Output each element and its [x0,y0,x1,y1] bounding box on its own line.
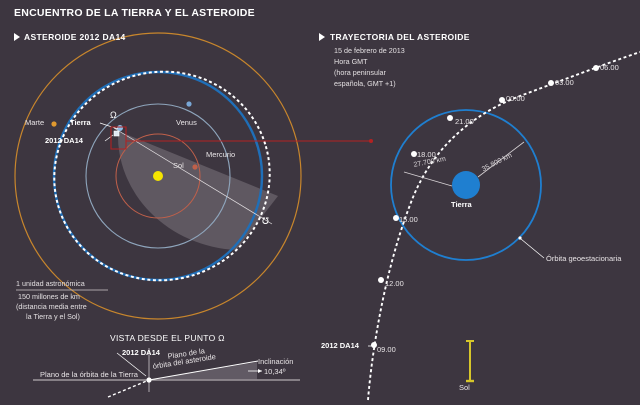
geo-orbit-leader [520,238,545,259]
right-earth-label: Tierra [451,200,472,209]
callout-box [110,126,127,150]
asteroid-orbit [53,70,271,282]
asteroid-marker [113,130,120,137]
asteroid-trajectory [367,51,640,401]
inclination-label: Inclinación [258,357,294,366]
label-node-ascending: Ω [110,110,117,120]
inclination-heading: VISTA DESDE EL PUNTO Ω [110,333,225,343]
inclination-asteroid-label: 2012 DA14 [122,348,160,357]
geo-orbit-leader-dot [518,236,522,240]
scale-note-line4: la Tierra y el Sol) [26,312,80,321]
geostationary-orbit [390,109,542,261]
scale-note-line1: 1 unidad astronómica [16,279,85,288]
time-marker-1200: 12.00 [385,279,404,288]
time-marker-dots [371,65,599,348]
geo-distance-line [477,141,525,178]
label-node-descending: ℧ [262,216,269,226]
label-marte: Marte [25,118,45,127]
time-marker-1800: 18.00 [417,150,436,159]
mars-orbit [14,32,302,320]
geo-orbit-label: Órbita geoestacionaria [546,254,622,263]
label-tierra: Tierra [70,118,91,127]
right-asteroid-label: 2012 DA14 [321,341,359,350]
asteroid-leader [104,134,114,142]
time-marker-2100: 21.00 [455,117,474,126]
earth-orbit [52,70,264,282]
inclination-node-marker [146,377,152,383]
right-section-bullet-icon [319,33,325,41]
label-mercurio: Mercurio [206,150,236,159]
left-section-heading: ASTEROIDE 2012 DA14 [24,32,126,42]
time-marker-0900: 09.00 [377,345,396,354]
label-sol: Sol [173,161,184,170]
venus-orbit [85,103,231,249]
venus-marker [186,101,192,107]
page-title: ENCUENTRO DE LA TIERRA Y EL ASTEROIDE [14,7,255,19]
time-marker-1500: 15.00 [399,215,418,224]
mars-marker [51,121,57,127]
earth-body [452,171,480,199]
time-marker-0000: 00.00 [506,94,525,103]
right-subtitle-line1: 15 de febrero de 2013 [334,46,405,55]
node-line [113,127,273,225]
left-section-bullet-icon [14,33,20,41]
asteroid-plane-dashed [107,379,150,398]
sun-marker [153,171,163,181]
earth-plane-label: Plano de la órbita de la Tierra [40,370,138,379]
inclination-arrow-head [258,369,262,373]
tierra-leader [99,122,119,130]
right-subtitle-line3: (hora peninsular [334,68,386,77]
scale-note-line3: (distancia media entre [16,302,87,311]
mercury-orbit [115,133,201,219]
sun-direction-label: Sol [459,383,470,392]
right-subtitle-line2: Hora GMT [334,57,368,66]
asteroid-plane-line [148,360,259,381]
right-section-heading: TRAYECTORIA DEL ASTEROIDE [330,32,470,42]
label-asteroide-2012da14: 2012 DA14 [45,136,83,145]
inclination-value: 10,34º [264,367,286,376]
mercury-marker [192,164,198,170]
earth-marker [117,125,123,131]
right-subtitle-line4: española, GMT +1) [334,79,396,88]
scale-note-line2: 150 millones de km [18,292,80,301]
label-venus: Venus [176,118,197,127]
inclination-asteroid-leader [116,352,147,377]
min-distance-line [403,171,453,187]
time-marker-0600: 06.00 [600,63,619,72]
orbit-shaded-wedge [117,131,279,250]
time-marker-0300: 03.00 [555,78,574,87]
callout-endpoint [369,139,373,143]
